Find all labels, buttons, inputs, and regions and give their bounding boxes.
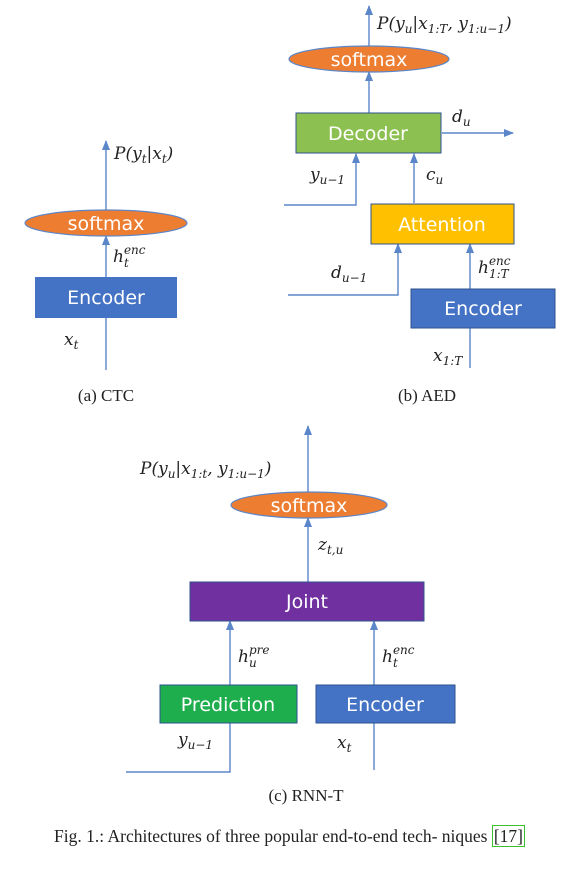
aed-output-label: P(yu|x1:T, y1:u−1) [376, 14, 512, 36]
rnnt-caption: (c) RNN-T [268, 786, 344, 805]
rnnt-diagram: Prediction Encoder Joint softmax yu−1 xt… [126, 425, 456, 805]
aed-prev-state-arrow [288, 243, 402, 296]
aed-attention-box [370, 203, 515, 245]
rnnt-joint-out-label: zt,u [317, 535, 343, 557]
rnnt-pred-input-label: yu−1 [177, 730, 213, 752]
rnnt-encoder-box [315, 684, 456, 724]
ctc-caption: (a) CTC [78, 386, 134, 405]
figure-caption-text: Fig. 1.: Architectures of three popular … [54, 826, 488, 846]
aed-context-label: cu [426, 165, 443, 187]
rnnt-softmax-ellipse [230, 491, 388, 519]
aed-prev-label-arrow [284, 153, 360, 206]
aed-decoder-label: Decoder [328, 123, 408, 145]
aed-prev-label-label: yu−1 [309, 165, 345, 187]
ctc-encoder-box [35, 277, 177, 318]
rnnt-joint-label: Joint [285, 591, 328, 613]
rnnt-enc-input-label: xt [337, 733, 352, 755]
aed-encoder-box [410, 288, 556, 329]
rnnt-prediction-box [159, 684, 298, 724]
aed-input-label: x1:T [433, 346, 463, 368]
aed-encoder-label: Encoder [444, 298, 522, 320]
rnnt-prediction-label: Prediction [181, 694, 275, 716]
ctc-softmax-label: softmax [68, 213, 145, 235]
aed-attention-label: Attention [398, 214, 486, 236]
rnnt-softmax-label: softmax [271, 495, 348, 517]
rnnt-pred-input-arrow [126, 723, 231, 773]
figure-caption: Fig. 1.: Architectures of three popular … [54, 823, 554, 850]
rnnt-encoder-label: Encoder [346, 694, 424, 716]
rnnt-joint-box [189, 581, 425, 622]
ctc-softmax-ellipse [24, 209, 188, 237]
aed-state-label: du [452, 107, 471, 129]
aed-diagram: Encoder Attention Decoder softmax x1:T h… [284, 5, 556, 405]
ctc-input-label: xt [64, 330, 79, 352]
aed-decoder-box [295, 112, 442, 154]
citation-link[interactable]: [17] [491, 825, 526, 847]
rnnt-output-label: P(yu|x1:t, y1:u−1) [139, 459, 271, 481]
aed-softmax-label: softmax [331, 49, 408, 71]
ctc-output-label: P(yt|xt) [113, 144, 173, 166]
aed-caption: (b) AED [398, 386, 456, 405]
aed-softmax-ellipse [288, 45, 450, 73]
ctc-encoder-label: Encoder [67, 287, 145, 309]
aed-prev-state-label: du−1 [331, 263, 367, 285]
